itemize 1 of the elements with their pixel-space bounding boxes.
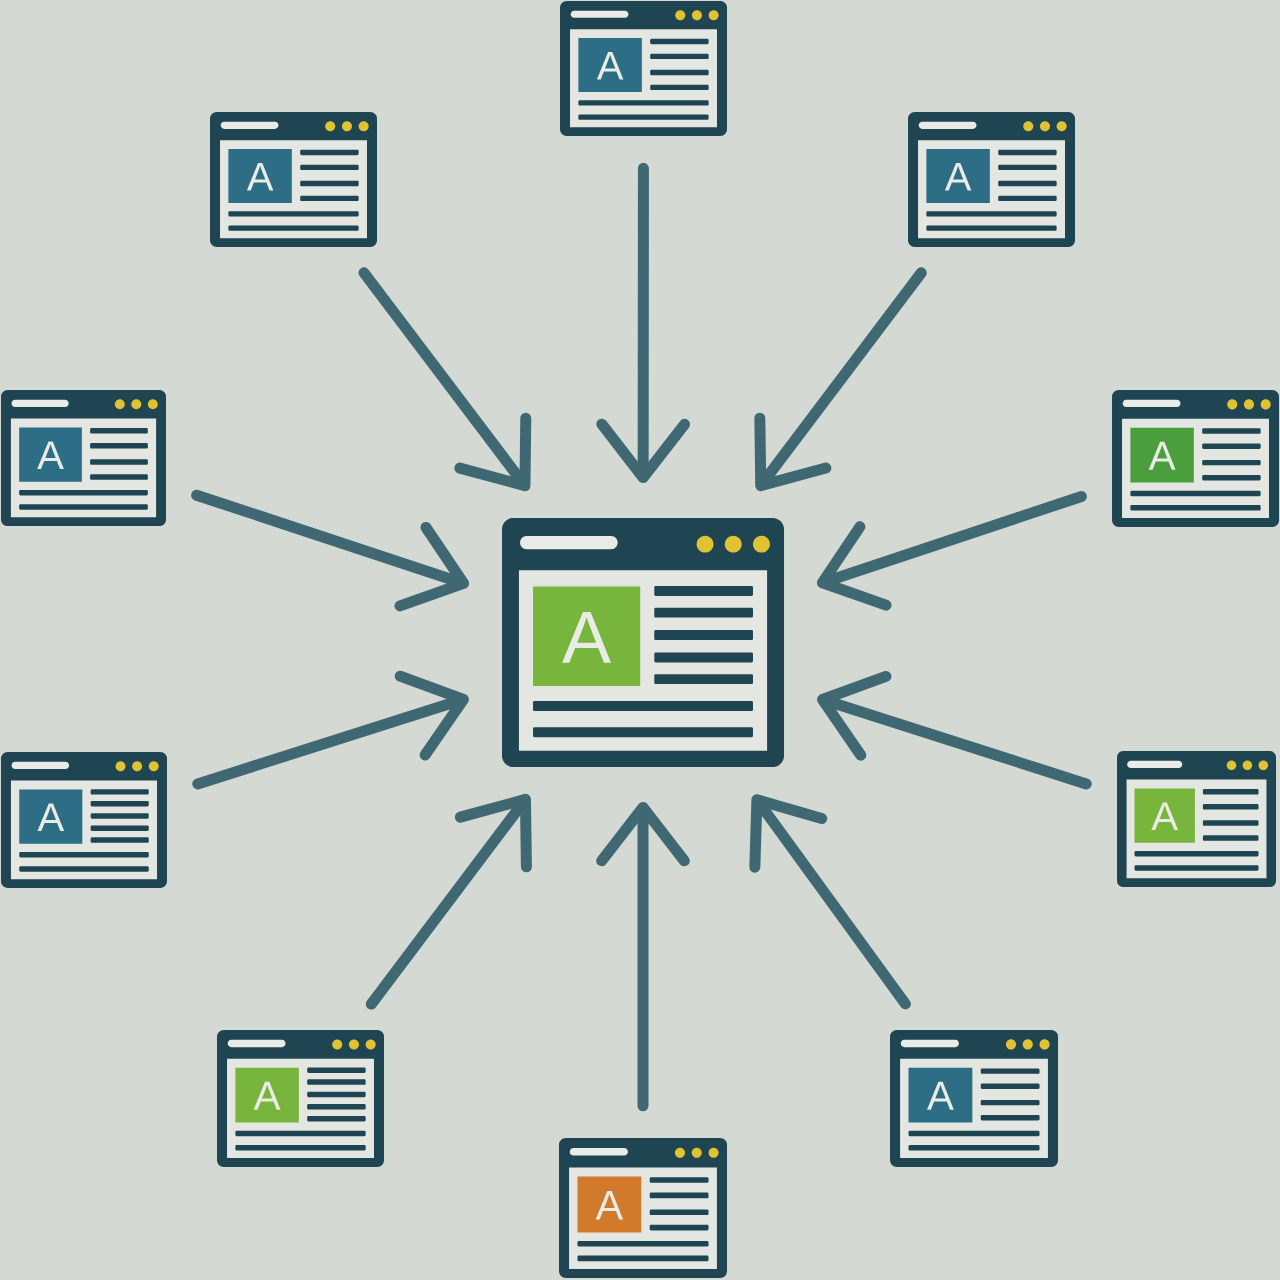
browser-window: A (1112, 390, 1279, 527)
